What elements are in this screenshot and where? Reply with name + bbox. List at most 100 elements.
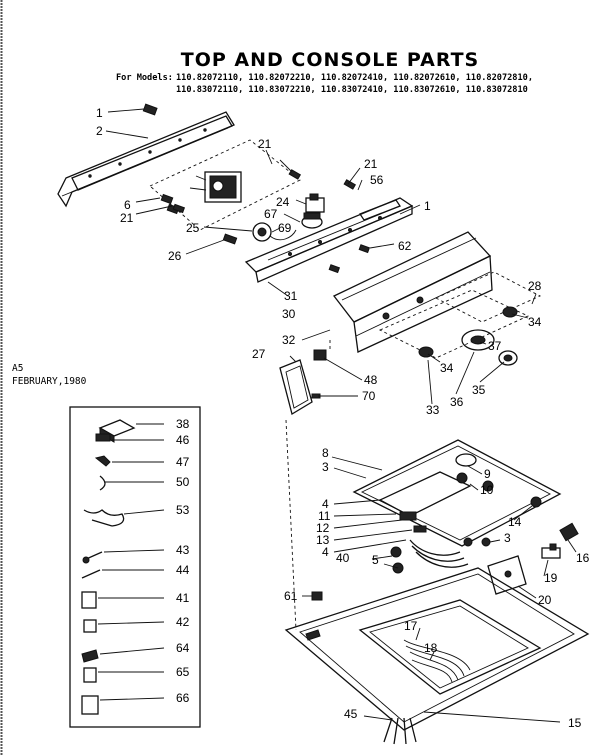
washers-3: [463, 537, 491, 547]
callout-24: 24: [276, 195, 290, 209]
callout-8: 8: [322, 446, 329, 460]
callout-21b: 21: [258, 137, 272, 151]
callout-36: 36: [450, 395, 464, 409]
models-line-1: 110.82072110, 110.82072210, 110.82072410…: [176, 73, 533, 83]
callout-45: 45: [344, 707, 358, 721]
callout-37: 37: [488, 339, 502, 353]
callout-34a: 34: [528, 315, 542, 329]
callout-13: 13: [316, 533, 330, 547]
screws-62: [328, 244, 371, 274]
callout-2: 2: [96, 124, 103, 138]
wire-bundle: [399, 511, 469, 568]
callout-15: 15: [568, 716, 582, 730]
part-16: [559, 522, 579, 542]
hanging-wires: [383, 717, 417, 745]
callout-12: 12: [316, 521, 330, 535]
timer-assembly-outline: [149, 139, 301, 231]
doc-date: FEBRUARY,1980: [12, 376, 87, 387]
cabinet-top: [284, 567, 590, 731]
callout-19: 19: [544, 571, 558, 585]
callout-17: 17: [404, 619, 418, 633]
callout-21a: 21: [120, 211, 134, 225]
part-19: [541, 543, 561, 559]
callout-62: 62: [398, 239, 412, 253]
lid-hinge-bracket: [378, 471, 494, 517]
callout-14: 14: [508, 515, 522, 529]
part-64: [81, 649, 99, 663]
part-47: [94, 455, 111, 467]
callout-3a: 3: [322, 460, 329, 474]
screws-21: [172, 169, 357, 214]
callout-4a: 4: [322, 497, 329, 511]
callout-21c: 21: [364, 157, 378, 171]
callout-61: 61: [284, 589, 298, 603]
diagram-title: TOP AND CONSOLE PARTS: [181, 49, 480, 71]
switch-48: [313, 349, 327, 361]
screw-26: [222, 233, 238, 245]
legend-66: 66: [176, 691, 190, 705]
callout-1a: 1: [96, 106, 103, 120]
legend-42: 42: [176, 615, 190, 629]
callout-30: 30: [282, 307, 296, 321]
part-50: [99, 475, 106, 491]
callout-11: 11: [318, 509, 331, 523]
callout-70: 70: [362, 389, 376, 403]
callout-40: 40: [336, 551, 350, 565]
callout-3b: 3: [504, 531, 511, 545]
callout-33: 33: [426, 403, 440, 417]
legend-64: 64: [176, 641, 190, 655]
part-41: [81, 591, 97, 609]
push-switch: [305, 193, 325, 213]
callout-35: 35: [472, 383, 486, 397]
nuts: [390, 496, 542, 574]
knob-37: [461, 329, 495, 351]
legend-41: 41: [176, 591, 190, 605]
part-42: [83, 619, 97, 633]
callout-34b: 34: [440, 361, 454, 375]
callout-16: 16: [576, 551, 590, 565]
legend-43: 43: [176, 543, 190, 557]
callout-1b: 1: [424, 199, 431, 213]
selector-switch: [301, 212, 323, 229]
legend-47: 47: [176, 455, 190, 469]
legend-44: 44: [176, 563, 190, 577]
callout-26: 26: [168, 249, 182, 263]
screw-1: [142, 103, 158, 116]
legend-53: 53: [176, 503, 190, 517]
legend-46: 46: [176, 433, 190, 447]
callout-4b: 4: [322, 545, 329, 559]
callout-9: 9: [484, 467, 491, 481]
panel-outline-upper: [434, 271, 542, 323]
temperature-switch: [252, 222, 297, 242]
callout-27: 27: [252, 347, 266, 361]
wire-harness-56: [359, 199, 401, 221]
part-65: [83, 667, 97, 683]
part-44: [81, 569, 101, 579]
legend-38: 38: [176, 417, 190, 431]
callout-67: 67: [264, 207, 278, 221]
callout-20: 20: [538, 593, 552, 607]
callout-6: 6: [124, 198, 131, 212]
callout-10: 10: [480, 483, 494, 497]
callout-31: 31: [284, 289, 298, 303]
models-line-2: 110.83072110, 110.83072210, 110.83072410…: [176, 85, 528, 95]
end-cap: [279, 359, 321, 416]
callout-56: 56: [370, 173, 384, 187]
harness-17-18: [403, 639, 471, 683]
callout-18: 18: [424, 641, 438, 655]
panel-outline-lower: [378, 289, 530, 359]
timer: [189, 171, 242, 203]
part-61: [311, 591, 323, 601]
console-housing: [332, 231, 493, 353]
leader-lines: [105, 108, 577, 723]
doc-code: A5: [12, 363, 23, 374]
control-bracket: [244, 197, 414, 283]
callout-28: 28: [528, 279, 542, 293]
part-66: [81, 695, 99, 715]
part-46: [95, 433, 111, 442]
back-panel: [57, 111, 235, 208]
callout-25: 25: [186, 221, 200, 235]
loose-parts-box: [69, 406, 201, 728]
models-prefix: For Models:: [116, 73, 173, 83]
